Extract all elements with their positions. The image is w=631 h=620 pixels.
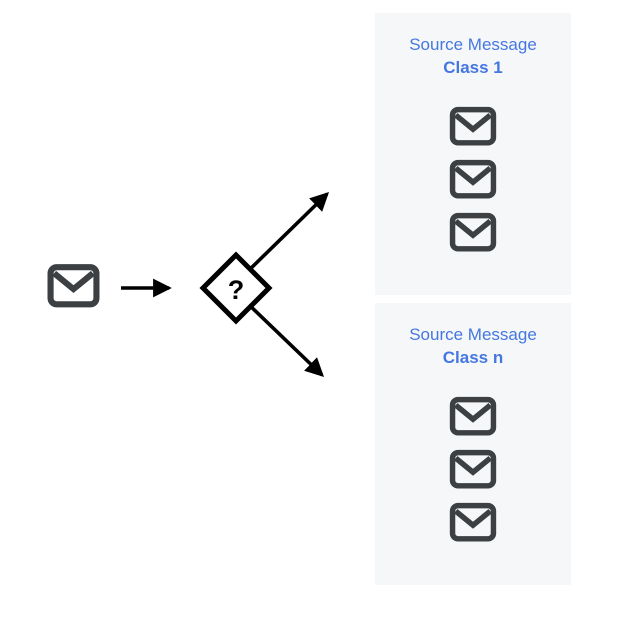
panel-title-source-message: Source Message [409,325,537,344]
mail-icon [449,502,497,542]
arrow-to-class-n [243,299,325,377]
panel-title-class-n: Class n [442,348,504,367]
mail-icon [449,396,497,436]
arrow-to-class-1 [242,192,330,277]
decision-question-label: ? [228,275,245,305]
source-mail-icon-wrap [47,263,100,308]
mail-icon [449,449,497,489]
mail-icon [449,106,497,146]
mail-list-class-1 [449,106,497,252]
mail-icon [449,159,497,199]
decision-diamond [199,251,273,325]
class-panel-n: Source Message Class n [375,303,571,585]
mail-list-class-n [449,396,497,542]
panel-title-class-1: Class 1 [443,58,503,77]
panel-title-source-message: Source Message [409,35,537,54]
mail-icon [47,264,100,308]
mail-icon [449,212,497,252]
class-panel-1: Source Message Class 1 [375,13,571,295]
